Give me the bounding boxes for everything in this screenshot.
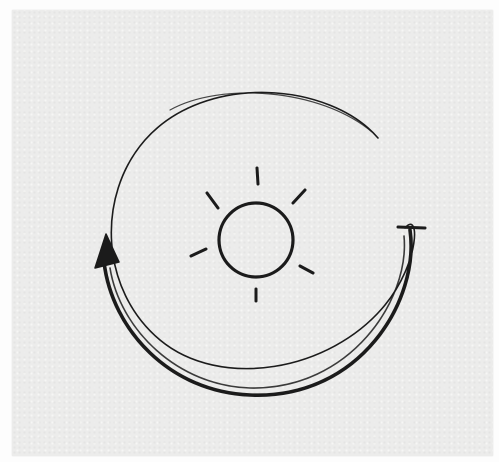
sun-ray-bottom-right [300, 266, 313, 273]
orbit-circle [111, 92, 414, 368]
sun-ray-top-left [207, 193, 218, 208]
sun-ray-top-right [293, 190, 305, 203]
arrow-head-icon [95, 234, 119, 268]
cycle-arrow [104, 230, 411, 395]
sun-ray-left [191, 249, 206, 256]
sun-circle [219, 203, 293, 277]
orbit-circle-overstroke [170, 93, 372, 132]
arrow-tail-bar [398, 227, 425, 228]
sun-ray-top [257, 168, 258, 184]
cycle-arrow-overstroke [110, 236, 404, 388]
